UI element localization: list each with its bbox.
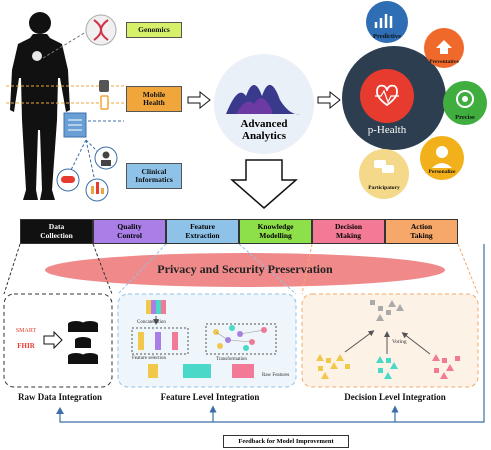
stage-action-taking: Action Taking: [385, 219, 458, 244]
raw-data-integration-label: Raw Data Integration: [18, 392, 102, 402]
feedback-label: Feedback for Model Improvement: [223, 435, 349, 448]
right-arrow-icon-3: [43, 330, 63, 350]
phone-icon: [100, 95, 109, 110]
participatory-label: Participatory: [368, 185, 400, 191]
precise-label: Precise: [455, 114, 475, 121]
voting-label: Voting: [392, 339, 407, 345]
feature-level-integration-label: Feature Level Integration: [160, 392, 260, 402]
privacy-label: Privacy and Security Preservation: [157, 262, 333, 276]
right-arrow-icon-2: [317, 90, 341, 110]
stage-decision-making: Decision Making: [312, 219, 385, 244]
top-illustration: Predictive Preventative Precise Personal…: [6, 1, 487, 209]
stage-quality-control: Quality Control: [93, 219, 166, 244]
database-icon: [68, 321, 98, 364]
concatenation-label: Concatenation: [137, 320, 166, 325]
human-silhouette-icon: [10, 12, 70, 200]
raw-features-label: Raw Features: [262, 373, 289, 378]
stage-feature-extraction: Feature Extraction: [166, 219, 239, 244]
voting-shapes: [370, 300, 404, 321]
transformation-label: Transformation: [216, 357, 247, 362]
feature-panel: [117, 293, 297, 388]
participatory-node: [359, 149, 409, 199]
decision-level-integration-label: Decision Level Integration: [344, 392, 446, 402]
feature-selection-label: Feature selection: [132, 356, 167, 361]
advanced-analytics-label: Advanced Analytics: [240, 118, 288, 143]
right-arrow-icon: [187, 90, 211, 110]
preventative-label: Preventative: [429, 59, 459, 65]
phealth-label: p-Health: [368, 124, 407, 136]
smart-logo: SMART: [16, 328, 37, 334]
mobile-health-label: Mobile Health: [126, 86, 182, 112]
stage-data-collection: Data Collection: [20, 219, 93, 244]
personalize-label: Personalize: [429, 169, 456, 175]
predictive-label: Predictive: [373, 33, 401, 40]
precise-node: [443, 81, 487, 125]
heart-icon: [360, 69, 414, 123]
clinical-informatics-label: Clinical Informatics: [126, 163, 182, 189]
feedback-line: [59, 244, 485, 423]
lower-illustration: SMART FHIR Concatenation Feature selecti…: [3, 244, 485, 423]
genomics-label: Genomics: [126, 22, 182, 38]
stage-knowledge-modelling: Knowledge Modelling: [239, 219, 312, 244]
privacy-ellipse: [45, 253, 445, 287]
decision-panel: [301, 293, 479, 388]
down-arrow-icon: [230, 159, 298, 209]
fhir-logo: FHIR: [17, 342, 35, 350]
watch-icon: [99, 80, 109, 92]
